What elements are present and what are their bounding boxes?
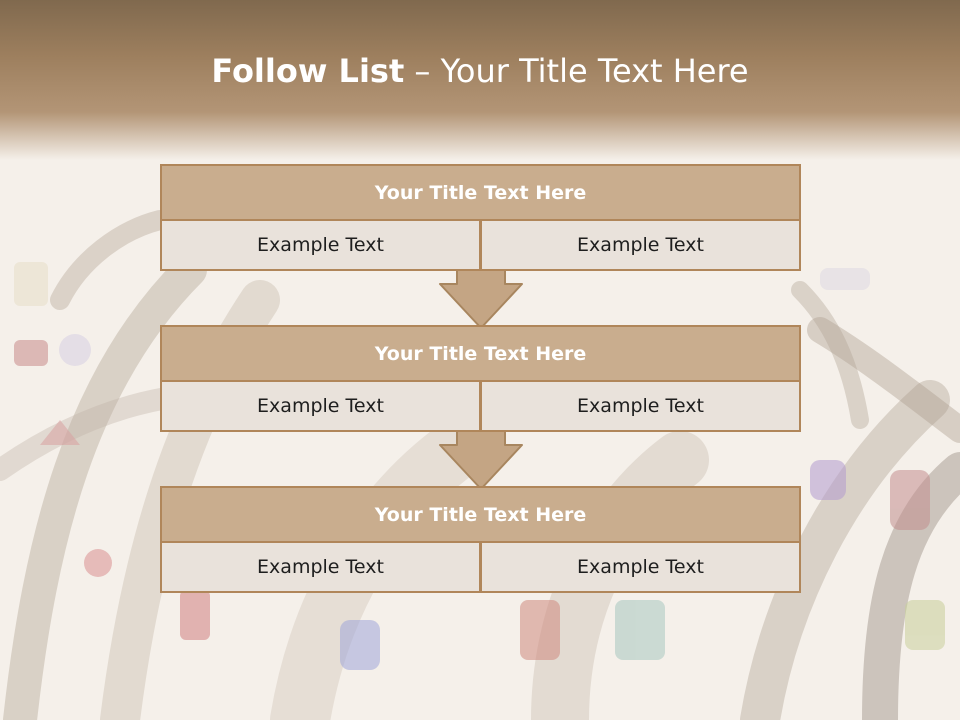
block-header: Your Title Text Here [160,325,801,382]
list-block-2: Your Title Text Here Example Text Exampl… [160,325,801,433]
down-arrow-icon [439,430,523,490]
block-cell-right: Example Text [480,543,801,593]
page-title: Follow List – Your Title Text Here [0,52,960,90]
header-band [0,0,960,160]
block-cell-left: Example Text [160,543,481,593]
block-header: Your Title Text Here [160,164,801,221]
block-header: Your Title Text Here [160,486,801,543]
block-cell-right: Example Text [480,221,801,271]
list-block-1: Your Title Text Here Example Text Exampl… [160,164,801,272]
block-cell-left: Example Text [160,221,481,271]
block-cell-right: Example Text [480,382,801,432]
title-rest: – Your Title Text Here [404,52,749,90]
down-arrow-icon [439,269,523,329]
block-cell-left: Example Text [160,382,481,432]
list-block-3: Your Title Text Here Example Text Exampl… [160,486,801,594]
title-bold: Follow List [211,52,405,90]
